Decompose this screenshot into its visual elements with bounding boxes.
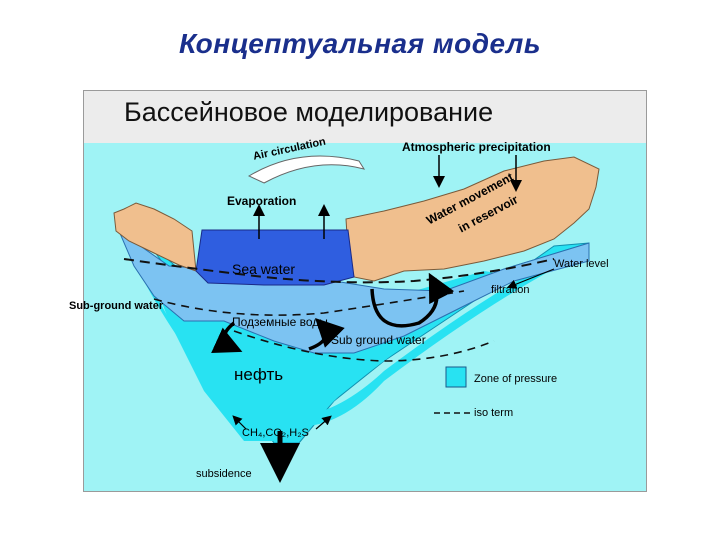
- subsidence-label: subsidence: [196, 468, 252, 480]
- gases-label: CH₄,CO₂,H₂S: [242, 427, 309, 439]
- gas-arrow-right: [315, 415, 332, 430]
- filtration-label: filtration: [491, 284, 530, 296]
- iso-term-line-lower: [233, 330, 495, 362]
- basin-diagram: Бассейновое моделирование: [69, 90, 647, 492]
- zone-of-pressure-label: Zone of pressure: [474, 373, 558, 385]
- water-level-line: [123, 258, 555, 284]
- water-level-label: Water level: [554, 258, 609, 270]
- water-level-pointer: [506, 268, 555, 289]
- sea-water-label: Sea water: [232, 261, 296, 277]
- slide-title: Концептуальная модель: [179, 28, 541, 59]
- groundwater-arrow-right: [308, 318, 345, 351]
- air-circulation-arrow: [247, 155, 366, 184]
- sea: [195, 229, 355, 286]
- sub-ground-water-left-label: Sub-ground water: [69, 300, 164, 312]
- zone-of-pressure-swatch: [445, 366, 467, 388]
- gas-arrow-left: [232, 415, 247, 430]
- diagram-artwork: [84, 143, 646, 491]
- sub-ground-water-center-label: Sub ground water: [331, 333, 426, 347]
- podzemnye-vody-label: Подземные воды: [232, 315, 328, 329]
- neft-label: нефть: [234, 365, 284, 384]
- evaporation-label: Evaporation: [227, 194, 297, 208]
- filtration-arrow: [370, 272, 455, 328]
- iso-term-label: iso term: [474, 407, 514, 419]
- groundwater-arrow-left: [211, 321, 243, 354]
- right-rock: [345, 156, 600, 282]
- aquifer: [117, 229, 590, 354]
- left-rock: [113, 202, 197, 272]
- atmospheric-precipitation-label: Atmospheric precipitation: [402, 140, 551, 154]
- iso-term-line-upper: [153, 290, 465, 316]
- diagram-subtitle: Бассейновое моделирование: [124, 97, 494, 127]
